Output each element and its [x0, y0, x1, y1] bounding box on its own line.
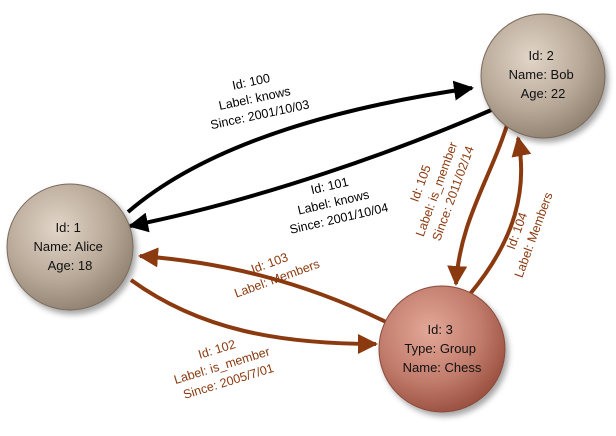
svg-text:Id: 3 Type: Group: Id: 3 Type: Group Name: Chess: [403, 322, 482, 375]
edge-e104: [468, 136, 532, 296]
node-bob-line-1: Id: 2: [529, 48, 554, 63]
edge-e101: [128, 106, 497, 233]
node-alice-line-1: Id: 1: [56, 220, 81, 235]
edge-e100-label: Id: 100 Label: knows Since: 2001/10/03: [202, 64, 311, 132]
node-bob: Id: 2 Name: Bob Age: 22: [480, 13, 606, 139]
node-alice: Id: 1 Name: Alice Age: 18: [6, 183, 134, 311]
edge-e104-label: Id: 104 Label: Members: [496, 185, 556, 280]
edge-e100: [126, 80, 474, 214]
node-chess: Id: 3 Type: Group Name: Chess: [378, 285, 506, 413]
svg-text:Id: 2 Name: Bob Ag: Id: 2 Name: Bob Age: 22: [509, 48, 578, 101]
node-alice-line-2: Name: Alice: [34, 239, 103, 254]
edge-e102: [129, 278, 378, 354]
node-chess-line-1: Id: 3: [428, 322, 453, 337]
edge-e103: [138, 247, 387, 324]
node-alice-line-3: Age: 18: [48, 258, 93, 273]
node-chess-line-3: Name: Chess: [403, 360, 482, 375]
svg-text:Id: 1 Name: Alice: Id: 1 Name: Alice Age: 18: [34, 220, 107, 273]
edge-e102-label: Id: 102 Label: is_member Since: 2005/7/0…: [167, 327, 279, 403]
node-chess-line-2: Type: Group: [404, 341, 476, 356]
node-bob-line-2: Name: Bob: [509, 67, 574, 82]
edge-e101-label: Id: 101 Label: knows Since: 2001/10/04: [281, 167, 390, 236]
edge-e105: [447, 121, 510, 286]
node-bob-line-3: Age: 22: [521, 86, 566, 101]
